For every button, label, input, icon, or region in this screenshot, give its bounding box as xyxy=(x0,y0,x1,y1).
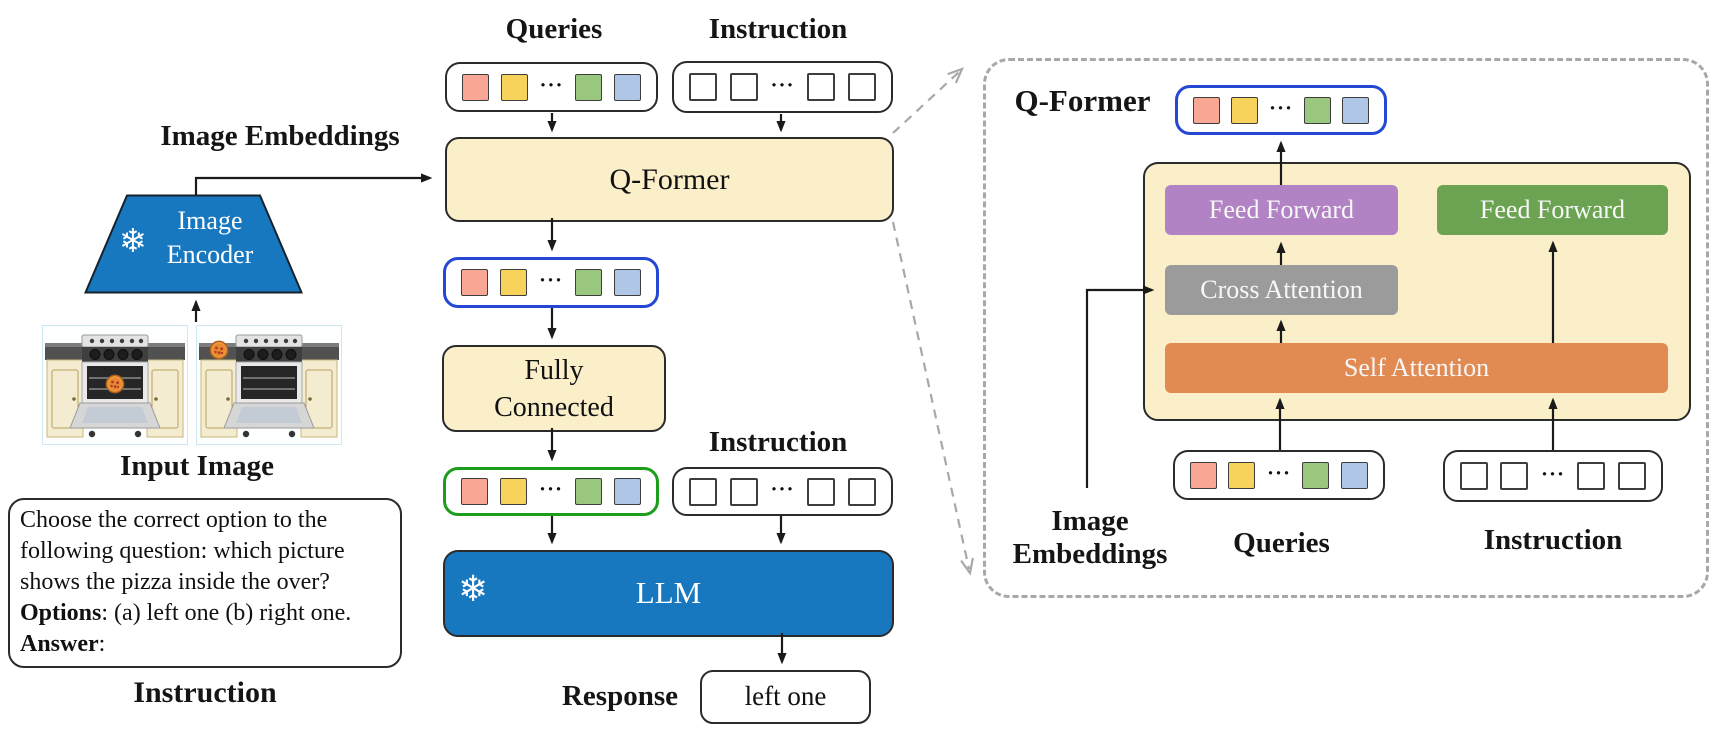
ellipsis-dots: ··· xyxy=(539,72,564,97)
prompt-line: shows the pizza inside the over? xyxy=(20,569,330,595)
token-square xyxy=(847,73,876,101)
token-square xyxy=(574,478,602,505)
instruction-prompt-box: Choose the correct option to the followi… xyxy=(8,498,402,668)
fully-connected-box: Fully Connected xyxy=(442,345,666,432)
token-square xyxy=(499,269,527,296)
input-image-right-pizza-on-counter xyxy=(196,325,342,445)
queries-label-top: Queries xyxy=(505,13,603,45)
prompt-line: Answer: xyxy=(20,631,106,657)
token-square xyxy=(1230,96,1258,124)
projected-token-box: ··· xyxy=(443,467,659,516)
instruction-label-mid: Instruction xyxy=(708,426,848,458)
response-box: left one xyxy=(700,670,871,724)
panel-instruction-label: Instruction xyxy=(1483,524,1623,556)
query-output-token-box: ··· xyxy=(443,257,659,308)
token-square xyxy=(1193,96,1220,124)
instruction-caption: Instruction xyxy=(133,676,277,709)
panel-query-output-token-box: ··· xyxy=(1175,85,1387,135)
token-square xyxy=(461,269,488,296)
ellipsis-dots: ··· xyxy=(1540,461,1565,486)
pizza xyxy=(209,340,229,360)
token-square xyxy=(613,478,641,505)
panel-image-embeddings-label: Image Embeddings xyxy=(1012,505,1168,570)
queries-token-box: ··· xyxy=(445,62,658,112)
panel-instruction-token-box: ··· xyxy=(1443,450,1663,502)
dashed-connector-bottom xyxy=(891,221,971,570)
response-label: Response xyxy=(561,680,678,712)
dashed-arrowhead-bottom xyxy=(960,557,974,576)
ellipsis-dots: ··· xyxy=(538,477,563,501)
token-square xyxy=(1617,462,1646,490)
token-square xyxy=(729,73,758,101)
token-square xyxy=(807,477,836,506)
token-square xyxy=(1341,96,1369,124)
token-square xyxy=(729,477,758,506)
token-square xyxy=(575,73,603,101)
token-square xyxy=(689,73,717,101)
qformer-box: Q-Former xyxy=(445,137,894,222)
token-square xyxy=(689,477,717,506)
image-encoder-trapezoid xyxy=(84,194,303,294)
prompt-line: Choose the correct option to the xyxy=(20,507,328,533)
token-square xyxy=(574,269,602,296)
feed-forward-right-box: Feed Forward xyxy=(1437,185,1668,235)
ellipsis-dots: ··· xyxy=(770,477,795,501)
ellipsis-dots: ··· xyxy=(770,72,795,97)
token-square xyxy=(1340,461,1368,489)
token-square xyxy=(462,73,489,101)
token-square xyxy=(499,478,527,505)
panel-queries-label: Queries xyxy=(1233,527,1330,559)
ellipsis-dots: ··· xyxy=(1268,95,1293,120)
prompt-line: Options: (a) left one (b) right one. xyxy=(20,600,352,626)
prompt-line: following question: which picture xyxy=(20,538,345,564)
token-square xyxy=(613,73,641,101)
snowflake-icon: ❄ xyxy=(458,569,489,610)
pizza xyxy=(105,374,125,394)
qformer-detail-panel xyxy=(983,58,1709,598)
token-square xyxy=(1228,461,1256,489)
feed-forward-left-box: Feed Forward xyxy=(1165,185,1398,235)
self-attention-box: Self Attention xyxy=(1165,343,1668,393)
token-square xyxy=(807,73,836,101)
panel-title: Q-Former xyxy=(1014,83,1151,118)
token-square xyxy=(1460,462,1488,490)
token-square xyxy=(1302,461,1330,489)
token-square xyxy=(461,478,488,505)
ellipsis-dots: ··· xyxy=(1266,460,1291,485)
instruction-token-box-top: ··· xyxy=(672,61,893,113)
instruction-label-top: Instruction xyxy=(708,13,848,45)
ellipsis-dots: ··· xyxy=(538,268,563,292)
token-square xyxy=(847,477,876,506)
input-image-label: Input Image xyxy=(120,450,274,482)
input-image-left-pizza-inside-oven xyxy=(42,325,188,445)
token-square xyxy=(1303,96,1331,124)
llm-box: LLM xyxy=(443,550,894,637)
token-square xyxy=(1500,462,1529,490)
instruction-token-box-mid: ··· xyxy=(672,467,893,516)
cross-attention-box: Cross Attention xyxy=(1165,265,1398,315)
token-square xyxy=(1190,461,1217,489)
token-square xyxy=(613,269,641,296)
dashed-connector-top xyxy=(892,70,961,134)
panel-queries-token-box: ··· xyxy=(1173,450,1385,500)
image-encoder-label: Image Encoder xyxy=(166,206,254,269)
image-embeddings-label: Image Embeddings xyxy=(160,120,400,152)
token-square xyxy=(500,73,528,101)
dashed-arrowhead-top xyxy=(947,67,965,84)
token-square xyxy=(1577,462,1606,490)
snowflake-icon: ❄ xyxy=(119,221,147,260)
arrow-image-embeddings-to-qformer xyxy=(194,173,433,195)
